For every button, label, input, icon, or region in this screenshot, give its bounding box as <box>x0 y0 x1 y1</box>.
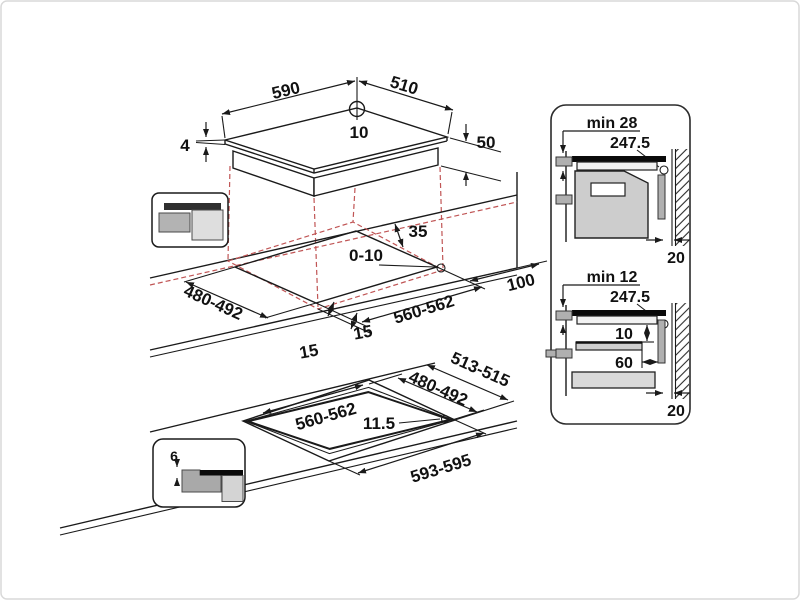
rear-gap-marker-circle <box>436 263 446 273</box>
inset1-oven-block <box>158 212 191 233</box>
projection-lines <box>227 165 444 308</box>
top-mount-inset-icon <box>151 192 229 248</box>
dimension-cutout-depth: 480-492 <box>181 266 317 324</box>
drawer-clearance-section: min 12 247.5 10 60 <box>545 269 690 420</box>
drawer-hob-body <box>576 315 658 325</box>
dim-513-label: 513-515 <box>448 348 513 391</box>
dim-15-side-label: 15 <box>352 322 374 344</box>
oven-clearance-section: min 28 247.5 20 <box>555 115 690 267</box>
drawer-bracket-stub <box>545 349 557 358</box>
drawer-bracket-side <box>555 348 573 359</box>
drawer-bracket-top <box>555 310 573 321</box>
hole-marker-circle <box>348 100 366 118</box>
oven-hob-body <box>576 161 658 171</box>
hob-isometric-view: 590 510 10 4 50 <box>180 72 502 308</box>
oven-body <box>574 170 649 239</box>
hob-body <box>232 147 439 197</box>
dim-480-label: 480-492 <box>181 281 246 324</box>
rebate-marker-circle <box>440 414 450 424</box>
dimension-glass-4: 4 <box>180 122 226 162</box>
inset2-cabinet-block <box>221 475 244 502</box>
drawer-wall-gap-label: 20 <box>667 403 685 420</box>
dimension-rear-gap: 0-10 <box>349 246 446 273</box>
shelf-inset-label: 60 <box>615 355 633 372</box>
dimension-overhangs: 15 15 <box>298 301 374 363</box>
dim-100-label: 100 <box>505 270 537 295</box>
dimension-width-590: 590 <box>221 78 356 139</box>
dim-590-label: 590 <box>270 78 302 103</box>
oven-wall-gap-label: 20 <box>667 250 685 267</box>
oven-spacer-bar <box>657 174 666 220</box>
dimension-cutout-width: 560-562 <box>361 266 486 328</box>
oven-vent <box>590 182 626 197</box>
oven-247-5-label: 247.5 <box>610 135 650 152</box>
oven-bracket-side <box>555 194 573 205</box>
oven-bracket-top <box>555 156 573 167</box>
dimension-rebate-width: 11.5 <box>363 414 450 433</box>
inset2-glass-bar <box>200 470 243 476</box>
shelf-gap-label: 10 <box>615 326 633 343</box>
dim-560-label: 560-562 <box>391 291 456 327</box>
dim-4-label: 4 <box>180 136 190 155</box>
dim-11-5-label: 11.5 <box>363 414 395 433</box>
oven-hob-glass <box>572 156 666 162</box>
inset1-cabinet-block <box>191 209 224 241</box>
dim-593-label: 593-595 <box>408 450 473 486</box>
dim-10-label: 10 <box>350 123 369 142</box>
dim-510-label: 510 <box>388 72 421 98</box>
dim-0-10-label: 0-10 <box>349 246 383 265</box>
dim-35-label: 35 <box>409 222 428 241</box>
wall-hatch-bottom <box>676 303 689 399</box>
clearance-panel: min 28 247.5 20 min 12 <box>545 104 691 425</box>
flush-mount-view: 560-562 480-492 513-515 593-595 11.5 <box>59 348 518 536</box>
dim-15-front-label: 15 <box>298 341 320 363</box>
dim-50-label: 50 <box>477 133 496 152</box>
hob-glass-top <box>222 107 450 174</box>
drawer-hob-glass <box>572 310 666 316</box>
dimension-hole-10: 10 <box>348 77 369 142</box>
dimension-rear-clearance: 35 <box>394 222 428 248</box>
drawer-247-5-label: 247.5 <box>610 289 650 306</box>
inset1-worktop-bar <box>164 203 221 210</box>
drawer-spacer-bar <box>657 319 666 364</box>
drawer-unit <box>571 371 656 389</box>
inset2-rebate-depth-label: 6 <box>170 448 178 464</box>
oven-ref-circle <box>659 165 669 175</box>
dimension-right-clearance: 100 <box>469 260 548 295</box>
dimension-height-50: 50 <box>440 124 502 186</box>
wall-hatch-top <box>676 149 689 246</box>
min-28-label: min 28 <box>587 115 638 132</box>
dim-flush-560-label: 560-562 <box>293 399 358 434</box>
flush-mount-inset-icon: 6 <box>152 438 246 508</box>
dim-flush-480-label: 480-492 <box>406 367 471 410</box>
min-12-label: min 12 <box>587 269 638 286</box>
